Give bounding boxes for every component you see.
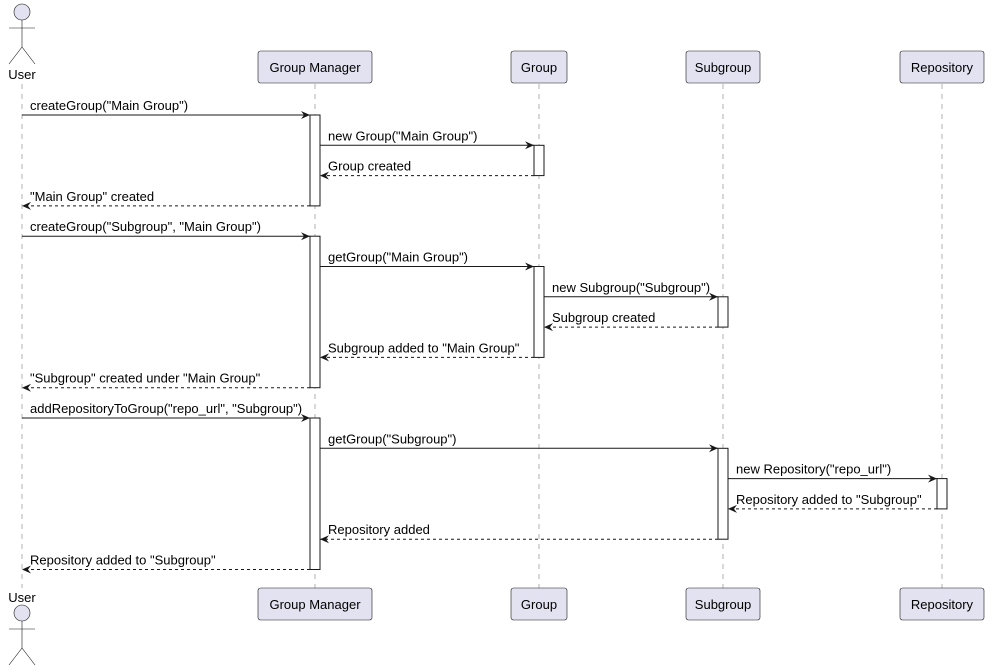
- actor-head-icon: [13, 3, 31, 21]
- message-label: Repository added to "Subgroup": [736, 492, 922, 507]
- activation-bar-subgroup: [717, 296, 729, 328]
- participant-label: Group Manager: [269, 60, 361, 75]
- message-label: getGroup("Main Group"): [328, 250, 468, 265]
- actor-head-icon: [13, 604, 31, 622]
- participant-box: [899, 587, 985, 621]
- message-15: Repository added to "Subgroup": [22, 553, 310, 574]
- message-label: Group created: [328, 159, 411, 174]
- participant-group-top: Group: [510, 50, 568, 84]
- participant-label: Repository: [911, 60, 974, 75]
- participant-repo-bottom: Repository: [899, 587, 985, 621]
- message-label: createGroup("Subgroup", "Main Group"): [30, 219, 261, 234]
- participant-gm-bottom: Group Manager: [257, 587, 373, 621]
- message-13: Repository added to "Subgroup": [728, 492, 937, 513]
- activation-bar-gm: [309, 417, 321, 570]
- message-10: addRepositoryToGroup("repo_url", "Subgro…: [22, 401, 310, 422]
- participant-subgroup-top: Subgroup: [685, 50, 761, 84]
- message-5: getGroup("Main Group"): [320, 250, 534, 271]
- message-14: Repository added: [320, 522, 718, 544]
- message-6: new Subgroup("Subgroup"): [544, 280, 718, 301]
- activation-bar-group: [533, 144, 545, 177]
- activation-bar-gm: [309, 114, 321, 207]
- message-label: new Repository("repo_url"): [736, 462, 891, 477]
- actor-user: User: [8, 3, 36, 82]
- actor-user: User: [8, 590, 36, 666]
- participant-label: Repository: [911, 597, 974, 612]
- message-3: "Main Group" created: [22, 189, 310, 210]
- participant-label: Subgroup: [695, 597, 751, 612]
- message-label: addRepositoryToGroup("repo_url", "Subgro…: [30, 401, 302, 416]
- message-label: Repository added to "Subgroup": [30, 553, 216, 568]
- message-label: Repository added: [328, 522, 430, 537]
- participant-box: [510, 587, 568, 621]
- message-label: Subgroup created: [552, 310, 655, 325]
- message-8: Subgroup added to "Main Group": [320, 340, 534, 362]
- activation-bar-repo: [936, 478, 948, 510]
- message-label: getGroup("Subgroup"): [328, 431, 456, 446]
- participant-label: User: [8, 67, 36, 82]
- participant-box: [510, 50, 568, 84]
- message-0: createGroup("Main Group"): [22, 98, 310, 119]
- message-2: Group created: [320, 159, 534, 180]
- activation-bar-subgroup: [717, 447, 729, 540]
- participant-gm-top: Group Manager: [257, 50, 373, 84]
- message-label: "Main Group" created: [30, 189, 154, 204]
- participant-label: Group: [521, 597, 557, 612]
- message-label: new Subgroup("Subgroup"): [552, 280, 710, 295]
- actor-figure-icon: [8, 20, 36, 65]
- participant-box: [685, 50, 761, 84]
- participant-label: Group Manager: [269, 597, 361, 612]
- message-11: getGroup("Subgroup"): [320, 431, 718, 453]
- participant-subgroup-bottom: Subgroup: [685, 587, 761, 621]
- participant-group-bottom: Group: [510, 587, 568, 621]
- participant-box: [899, 50, 985, 84]
- message-7: Subgroup created: [544, 310, 718, 332]
- activation-bar-gm: [309, 235, 321, 389]
- participant-repo-top: Repository: [899, 50, 985, 84]
- message-9: "Subgroup" created under "Main Group": [22, 371, 310, 392]
- participant-label: Subgroup: [695, 60, 751, 75]
- message-label: Subgroup added to "Main Group": [328, 340, 520, 355]
- participant-box: [257, 50, 373, 84]
- message-label: new Group("Main Group"): [328, 128, 477, 143]
- participant-box: [257, 587, 373, 621]
- message-1: new Group("Main Group"): [320, 128, 534, 150]
- message-label: "Subgroup" created under "Main Group": [30, 371, 261, 386]
- actor-figure-icon: [8, 621, 36, 666]
- message-label: createGroup("Main Group"): [30, 98, 188, 113]
- message-4: createGroup("Subgroup", "Main Group"): [22, 219, 310, 241]
- participant-box: [685, 587, 761, 621]
- activation-bar-group: [533, 266, 545, 358]
- message-12: new Repository("repo_url"): [728, 462, 937, 483]
- participant-label: User: [8, 590, 36, 605]
- participant-label: Group: [521, 60, 557, 75]
